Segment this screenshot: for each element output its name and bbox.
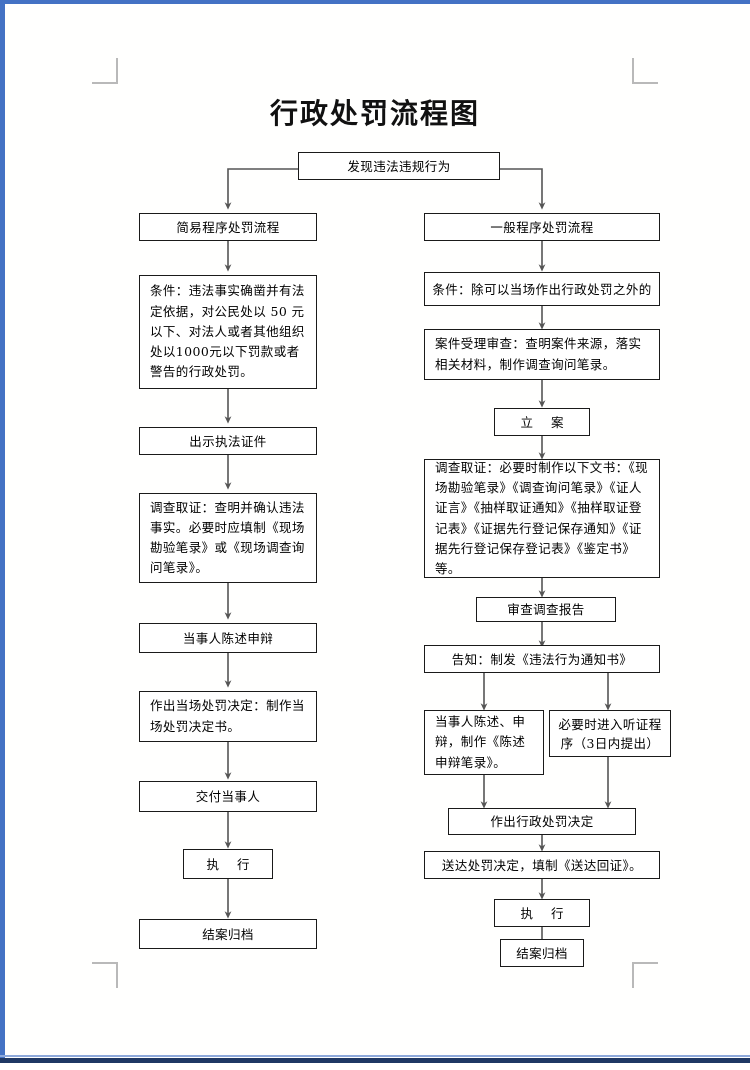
- page-border-top: [0, 0, 750, 4]
- node-general-hearing[interactable]: 必要时进入听证程序（3日内提出）: [549, 710, 671, 757]
- crop-mark-bottom-left: [92, 962, 118, 988]
- node-simple-head[interactable]: 简易程序处罚流程: [139, 213, 317, 241]
- node-general-accept[interactable]: 案件受理审查：查明案件来源，落实相关材料，制作调查询问笔录。: [424, 329, 660, 380]
- page-border-left: [0, 0, 5, 1063]
- node-simple-deliver[interactable]: 交付当事人: [139, 781, 317, 812]
- node-general-serve[interactable]: 送达处罚决定，填制《送达回证》。: [424, 851, 660, 879]
- node-general-condition[interactable]: 条件：除可以当场作出行政处罚之外的: [424, 272, 660, 306]
- page-border-bottom-light: [0, 1055, 750, 1057]
- node-general-execute[interactable]: 执 行: [494, 899, 590, 927]
- node-general-head[interactable]: 一般程序处罚流程: [424, 213, 660, 241]
- node-general-file[interactable]: 立 案: [494, 408, 590, 436]
- node-root[interactable]: 发现违法违规行为: [298, 152, 500, 180]
- node-simple-credential[interactable]: 出示执法证件: [139, 427, 317, 455]
- node-simple-statement[interactable]: 当事人陈述申辩: [139, 623, 317, 653]
- node-general-close[interactable]: 结案归档: [500, 939, 584, 967]
- node-simple-evidence[interactable]: 调查取证：查明并确认违法事实。必要时应填制《现场勘验笔录》或《现场调查询问笔录》…: [139, 493, 317, 583]
- node-general-notify[interactable]: 告知：制发《违法行为通知书》: [424, 645, 660, 673]
- crop-mark-bottom-right: [632, 962, 658, 988]
- node-general-review[interactable]: 审查调查报告: [476, 597, 616, 622]
- node-simple-close[interactable]: 结案归档: [139, 919, 317, 949]
- node-simple-decision[interactable]: 作出当场处罚决定：制作当场处罚决定书。: [139, 691, 317, 742]
- page-title: 行政处罚流程图: [269, 97, 480, 130]
- node-simple-execute[interactable]: 执 行: [183, 849, 273, 879]
- page-border-bottom: [0, 1058, 750, 1063]
- node-general-decision[interactable]: 作出行政处罚决定: [448, 808, 636, 835]
- crop-mark-top-right: [632, 58, 658, 84]
- node-general-evidence[interactable]: 调查取证：必要时制作以下文书：《现场勘验笔录》《调查询问笔录》《证人证言》《抽样…: [424, 459, 660, 578]
- crop-mark-top-left: [92, 58, 118, 84]
- node-general-statement[interactable]: 当事人陈述、申辩，制作《陈述申辩笔录》。: [424, 710, 544, 775]
- node-simple-condition[interactable]: 条件：违法事实确凿并有法定依据，对公民处以 50 元以下、对法人或者其他组织处以…: [139, 275, 317, 389]
